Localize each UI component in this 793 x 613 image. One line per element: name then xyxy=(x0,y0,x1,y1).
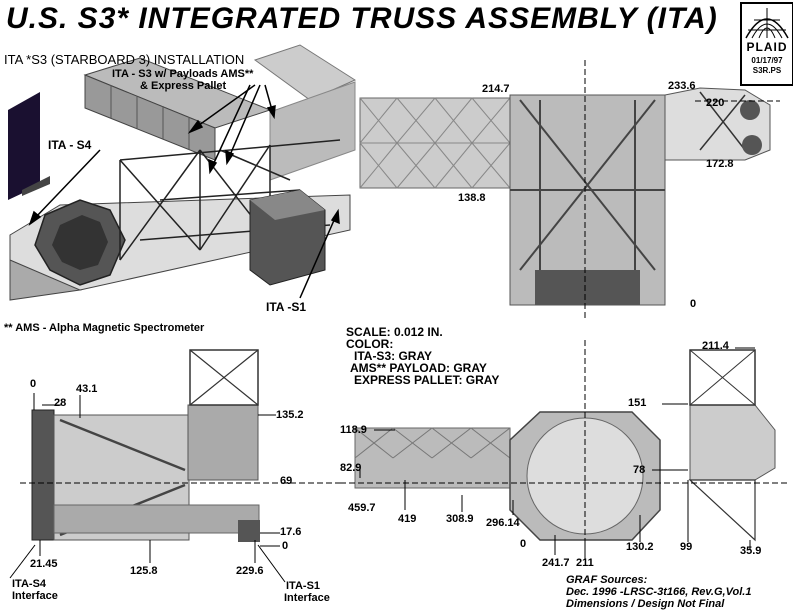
dim-43-1: 43.1 xyxy=(76,383,98,395)
dim-99: 99 xyxy=(680,541,693,553)
dim-125-8: 125.8 xyxy=(130,565,158,577)
dim-211: 211 xyxy=(576,557,594,569)
legend-pallet: EXPRESS PALLET: GRAY xyxy=(354,373,500,387)
callout-ita-s1: ITA -S1 xyxy=(266,300,307,314)
dim-21-45: 21.45 xyxy=(30,558,58,570)
perspective-heading: ITA *S3 (STARBOARD 3) INSTALLATION xyxy=(4,52,245,67)
sources-line2: Dec. 1996 -LRSC-3t166, Rev.G,Vol.1 xyxy=(566,586,752,598)
dim-side-0b: 0 xyxy=(282,540,289,552)
legend-s3: ITA-S3: GRAY xyxy=(354,349,433,363)
callout-pallet: & Express Pallet xyxy=(140,80,227,92)
dim-17-6: 17.6 xyxy=(280,526,302,538)
label-s4-interface: ITA-S4 xyxy=(12,578,47,590)
logo-date: 01/17/97 xyxy=(751,56,783,65)
dim-419: 419 xyxy=(398,513,417,525)
dim-side-0: 0 xyxy=(30,378,37,390)
callout-leaders xyxy=(28,84,340,299)
side-dimension-lines xyxy=(9,393,286,583)
dim-82-9: 82.9 xyxy=(340,462,362,474)
dim-151: 151 xyxy=(628,397,647,409)
label-s4-interface-2: Interface xyxy=(12,590,58,602)
callout-payloads: ITA - S3 w/ Payloads AMS** xyxy=(112,68,254,80)
front-view xyxy=(340,340,790,560)
dim-211-4: 211.4 xyxy=(702,340,729,352)
dim-296-14: 296.14 xyxy=(486,517,520,529)
dim-135-2: 135.2 xyxy=(276,409,304,421)
dim-138-8: 138.8 xyxy=(458,192,486,204)
front-dimension-lines xyxy=(359,347,755,558)
dim-229-6: 229.6 xyxy=(236,565,264,577)
sources-title: GRAF Sources: xyxy=(566,574,648,586)
top-view xyxy=(359,60,780,320)
legend-scale: SCALE: 0.012 IN. xyxy=(346,325,443,339)
logo-file: S3R.PS xyxy=(752,66,782,75)
dim-308-9: 308.9 xyxy=(446,513,474,525)
legend-color: COLOR: xyxy=(346,337,394,351)
legend-ams: AMS** PAYLOAD: GRAY xyxy=(350,361,487,375)
perspective-view xyxy=(8,44,357,301)
dim-35-9: 35.9 xyxy=(740,545,762,557)
plaid-globe-icon xyxy=(745,8,789,39)
dim-front-0: 0 xyxy=(520,538,527,550)
dim-220: 220 xyxy=(706,97,725,109)
dim-118-9: 118.9 xyxy=(340,424,367,436)
solar-panel-edge xyxy=(8,92,40,200)
sources-line3: Dimensions / Design Not Final xyxy=(566,598,725,610)
plaid-logo: PLAID 01/17/97 S3R.PS xyxy=(740,2,793,86)
dim-459-7: 459.7 xyxy=(348,502,376,514)
dim-214-7: 214.7 xyxy=(482,83,510,95)
s3-end-front xyxy=(689,404,776,481)
s1-box-side xyxy=(187,404,259,481)
dim-78: 78 xyxy=(633,464,646,476)
dim-130-2: 130.2 xyxy=(626,541,654,553)
s4-interface-flange xyxy=(31,409,55,541)
dim-28: 28 xyxy=(54,397,67,409)
dim-69: 69 xyxy=(280,475,293,487)
label-s1-interface-2: Interface xyxy=(284,592,330,604)
side-view xyxy=(9,349,340,583)
dim-top-0: 0 xyxy=(690,298,697,310)
callout-ita-s4: ITA - S4 xyxy=(48,138,92,152)
dim-233-6: 233.6 xyxy=(668,80,696,92)
dim-172-8: 172.8 xyxy=(706,158,734,170)
footnote-ams: ** AMS - Alpha Magnetic Spectrometer xyxy=(4,322,205,334)
logo-name: PLAID xyxy=(746,40,788,54)
label-s1-interface: ITA-S1 xyxy=(286,580,321,592)
page-title: U.S. S3* INTEGRATED TRUSS ASSEMBLY (ITA) xyxy=(6,2,718,35)
dim-241-7: 241.7 xyxy=(542,557,570,569)
